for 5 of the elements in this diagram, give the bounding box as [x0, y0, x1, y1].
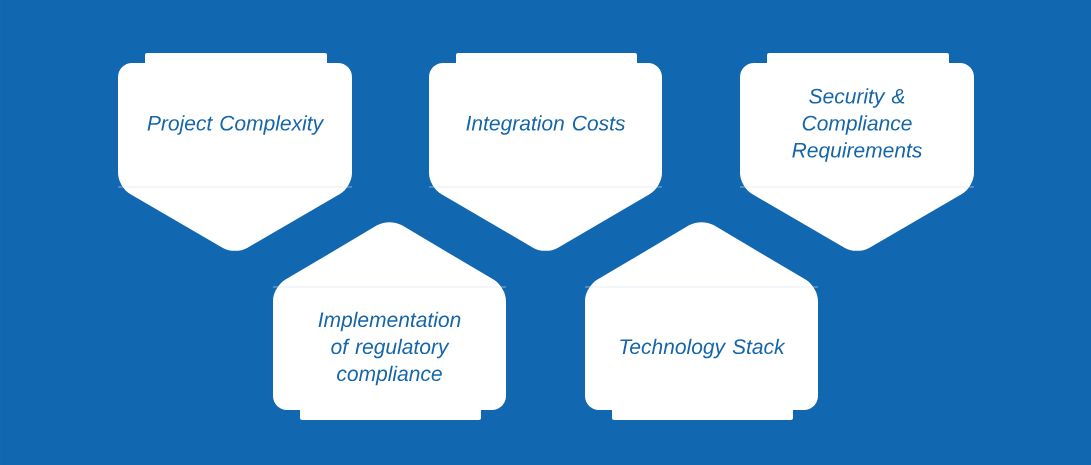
arrow-card: Project Complexity [117, 53, 353, 251]
arrow-card: Integration Costs [428, 53, 663, 251]
arrow-card: Security & Compliance Requirements [739, 53, 975, 251]
arrow-card: Implementation of regulatory compliance [272, 222, 507, 420]
arrow-card: Technology Stack [584, 222, 819, 420]
